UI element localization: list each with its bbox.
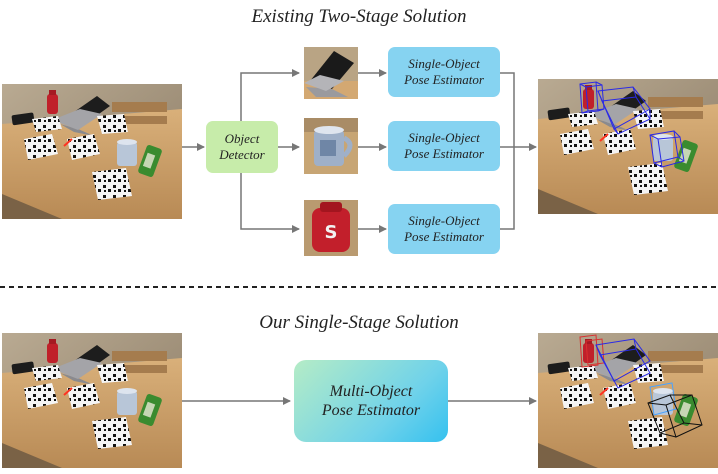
merge-line-top bbox=[500, 72, 515, 147]
red-bottle-crop-image: S bbox=[304, 200, 358, 256]
arrow-detector-branch-bottom bbox=[240, 172, 300, 233]
mug-crop-image bbox=[304, 118, 358, 174]
object-detector-box: Object Detector bbox=[206, 121, 278, 173]
laptop-crop-image bbox=[304, 47, 358, 99]
arrow-detector-branch-top bbox=[240, 69, 300, 122]
multi-object-pose-estimator-box: Multi-Object Pose Estimator bbox=[294, 360, 448, 442]
single-object-pose-estimator-box-3: Single-Object Pose Estimator bbox=[388, 204, 500, 254]
single-object-pose-estimator-box-2: Single-Object Pose Estimator bbox=[388, 121, 500, 171]
single-object-pose-estimator-box-1: Single-Object Pose Estimator bbox=[388, 47, 500, 97]
output-scene-image-top bbox=[538, 79, 718, 214]
two-stage-title: Existing Two-Stage Solution bbox=[251, 6, 467, 27]
input-scene-image-top bbox=[2, 84, 182, 219]
merge-line-bottom bbox=[500, 147, 515, 230]
output-scene-image-bottom bbox=[538, 333, 718, 468]
single-stage-title: Our Single-Stage Solution bbox=[259, 312, 459, 333]
svg-text:S: S bbox=[325, 222, 338, 243]
input-scene-image-bottom bbox=[2, 333, 182, 468]
